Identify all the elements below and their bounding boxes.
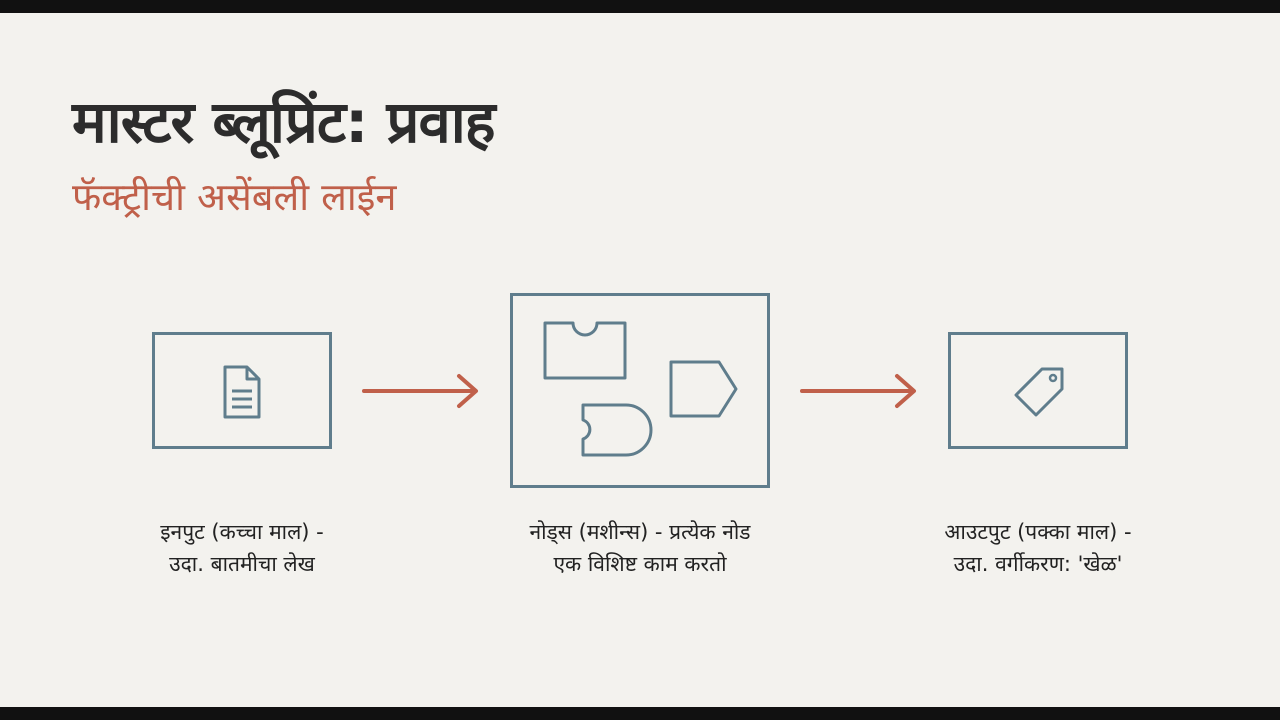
arrow-right-icon: [362, 374, 478, 408]
top-letterbox-bar: [0, 0, 1280, 13]
nodes-caption: नोड्स (मशीन्स) - प्रत्येक नोड एक विशिष्ट…: [470, 516, 810, 580]
output-caption-line2: उदा. वर्गीकरण: 'खेळ': [953, 552, 1123, 576]
input-caption: इनपुट (कच्चा माल) - उदा. बातमीचा लेख: [92, 516, 392, 580]
tag-icon: [1014, 367, 1064, 417]
nodes-box: [510, 293, 770, 488]
input-caption-line1: इनपुट (कच्चा माल) -: [160, 520, 324, 544]
input-caption-line2: उदा. बातमीचा लेख: [169, 552, 315, 576]
nodes-caption-line2: एक विशिष्ट काम करतो: [553, 552, 727, 576]
page-subtitle: फॅक्ट्रीची असेंबली लाईन: [72, 175, 397, 219]
page-title: मास्टर ब्लूप्रिंट: प्रवाह: [72, 88, 496, 156]
document-icon: [223, 365, 261, 419]
nodes-caption-line1: नोड्स (मशीन्स) - प्रत्येक नोड: [529, 520, 751, 544]
bottom-letterbox-bar: [0, 707, 1280, 720]
puzzle-shapes-icon: [543, 321, 738, 457]
input-box: [152, 332, 332, 449]
arrow-right-icon: [800, 374, 916, 408]
output-caption-line1: आउटपुट (पक्का माल) -: [944, 520, 1132, 544]
output-box: [948, 332, 1128, 449]
output-caption: आउटपुट (पक्का माल) - उदा. वर्गीकरण: 'खेळ…: [888, 516, 1188, 580]
